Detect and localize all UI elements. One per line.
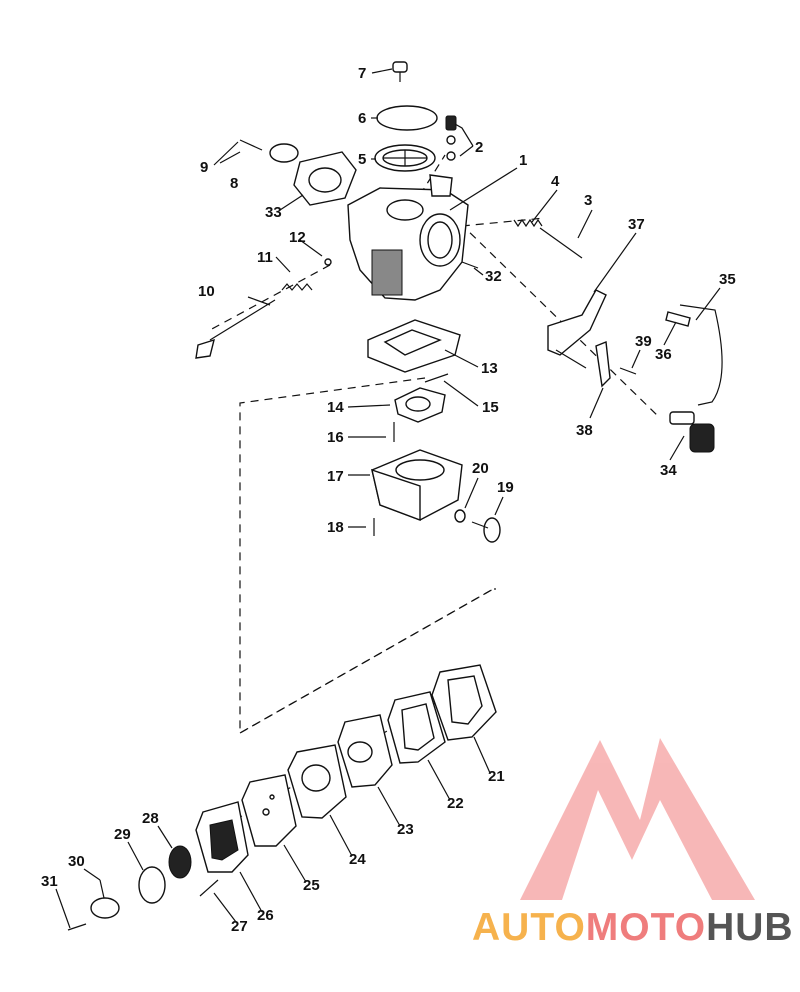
callout-labels: 1 2 3 4 5 6 7 8 9 10 11 12 13 14 15 16 1… xyxy=(41,65,736,935)
part-spring-4 xyxy=(513,218,543,228)
part-shaft-10 xyxy=(195,299,276,359)
leader-lines xyxy=(55,68,721,929)
part-gasket-21 xyxy=(431,664,497,741)
part-fitting-30 xyxy=(90,879,120,919)
part-gasket-33 xyxy=(293,151,357,206)
callout-9: 9 xyxy=(200,159,208,176)
callout-21: 21 xyxy=(488,768,505,785)
part-plug-19 xyxy=(471,517,501,543)
part-lever-37 xyxy=(547,289,607,356)
part-gasket-22 xyxy=(387,691,446,764)
part-plate-8 xyxy=(269,143,299,163)
callout-7: 7 xyxy=(358,65,366,82)
part-screw-9 xyxy=(239,139,263,151)
callout-27: 27 xyxy=(231,918,248,935)
part-ring-29 xyxy=(138,866,166,904)
callout-2: 2 xyxy=(475,139,483,156)
watermark-hub: HUB xyxy=(706,906,794,949)
part-clip-12 xyxy=(324,258,332,266)
callout-30: 30 xyxy=(68,853,85,870)
part-knob-34 xyxy=(669,411,715,453)
part-body-1 xyxy=(347,174,469,301)
watermark-moto: MOTO xyxy=(585,906,707,949)
part-wire-35 xyxy=(679,304,723,406)
callout-36: 36 xyxy=(655,346,672,363)
part-cover-26 xyxy=(195,801,249,873)
callout-37: 37 xyxy=(628,216,645,233)
callout-16: 16 xyxy=(327,429,344,446)
callout-15: 15 xyxy=(482,399,499,416)
callout-17: 17 xyxy=(327,468,344,485)
part-screw-32 xyxy=(461,261,479,269)
parts-art xyxy=(67,61,723,931)
part-bracket-38 xyxy=(595,341,611,388)
callout-34: 34 xyxy=(660,462,677,479)
callout-4: 4 xyxy=(551,173,560,190)
callout-35: 35 xyxy=(719,271,736,288)
callout-1: 1 xyxy=(519,152,527,169)
part-spring-11 xyxy=(281,283,313,291)
callout-13: 13 xyxy=(481,360,498,377)
part-clip-36 xyxy=(665,311,691,327)
part-gasket-13 xyxy=(367,319,461,373)
watermark-text: AUTOMOTOHUB xyxy=(472,906,800,950)
callout-8: 8 xyxy=(230,175,238,192)
callout-28: 28 xyxy=(142,810,159,827)
part-gasket-24 xyxy=(287,744,347,819)
part-pin-15 xyxy=(424,373,449,383)
callout-22: 22 xyxy=(447,795,464,812)
part-valve-2 xyxy=(445,115,457,161)
part-screw-39 xyxy=(619,367,637,375)
callout-11: 11 xyxy=(257,249,273,266)
part-wheel-5 xyxy=(374,144,436,172)
watermark-logo xyxy=(520,738,755,900)
part-screw-7 xyxy=(392,61,408,82)
part-screw-3 xyxy=(539,227,583,259)
callout-24: 24 xyxy=(349,851,366,868)
callout-33: 33 xyxy=(265,204,282,221)
part-plate-23 xyxy=(337,714,393,788)
callout-31: 31 xyxy=(41,873,58,890)
watermark-auto: AUTO xyxy=(472,906,586,949)
part-screw-27 xyxy=(199,879,219,897)
part-bowl-17 xyxy=(371,449,463,522)
callout-39: 39 xyxy=(635,333,652,350)
callout-26: 26 xyxy=(257,907,274,924)
callout-32: 32 xyxy=(485,268,502,285)
part-diaphragm-25 xyxy=(241,774,297,847)
part-screw-31 xyxy=(67,923,87,931)
callout-18: 18 xyxy=(327,519,344,536)
callout-29: 29 xyxy=(114,826,131,843)
part-float-14 xyxy=(394,387,446,423)
part-disc-6 xyxy=(376,105,438,131)
callout-12: 12 xyxy=(289,229,306,246)
callout-10: 10 xyxy=(198,283,215,300)
callout-38: 38 xyxy=(576,422,593,439)
callout-25: 25 xyxy=(303,877,320,894)
callout-23: 23 xyxy=(397,821,414,838)
part-screen-28 xyxy=(168,845,192,879)
callout-6: 6 xyxy=(358,110,366,127)
callout-19: 19 xyxy=(497,479,514,496)
callout-20: 20 xyxy=(472,460,489,477)
part-washer-20 xyxy=(454,509,466,523)
callout-5: 5 xyxy=(358,151,366,168)
callout-3: 3 xyxy=(584,192,592,209)
callout-14: 14 xyxy=(327,399,344,416)
